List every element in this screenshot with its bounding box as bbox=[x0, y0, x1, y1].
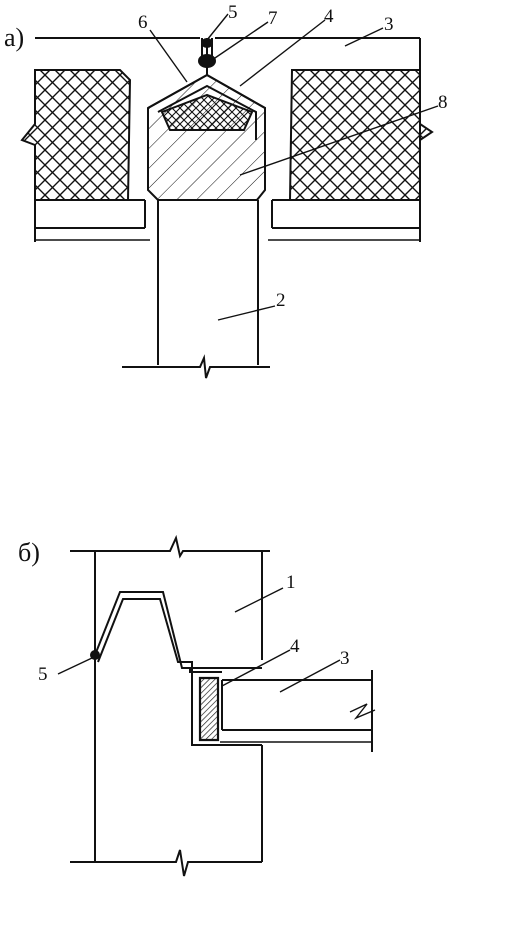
profile-step-b bbox=[182, 667, 222, 673]
callout-3: 3 bbox=[384, 14, 394, 35]
leaders-a bbox=[149, 13, 439, 321]
callout-4: 4 bbox=[324, 6, 334, 27]
slab-bottom-layer bbox=[34, 199, 420, 242]
panel-b: б) 1 4 3 5 bbox=[18, 534, 376, 877]
callout-8: 8 bbox=[438, 92, 448, 113]
sealing-profile-inner bbox=[157, 84, 257, 140]
leaders-b bbox=[57, 587, 341, 693]
insulation-right bbox=[288, 69, 434, 201]
callout-5: 5 bbox=[228, 2, 238, 23]
wall-panel-b bbox=[70, 534, 270, 877]
callout-5-b: 5 bbox=[38, 664, 48, 685]
callout-1: 1 bbox=[286, 572, 296, 593]
sealing-profile-outer bbox=[147, 73, 266, 190]
joint-concrete bbox=[147, 73, 266, 201]
slab-b bbox=[220, 670, 376, 752]
panel-a: а) 6 5 7 4 3 8 2 bbox=[4, 2, 448, 379]
callout-2: 2 bbox=[276, 290, 286, 311]
profile-strip-b-inner bbox=[97, 598, 262, 746]
connector-a bbox=[198, 38, 216, 75]
panel-b-label: б) bbox=[18, 538, 40, 567]
callout-3-b: 3 bbox=[340, 648, 350, 669]
insulation-left bbox=[20, 69, 132, 201]
column-a bbox=[122, 199, 270, 379]
weld-point-b bbox=[90, 650, 100, 660]
gasket-a bbox=[160, 93, 254, 131]
profile-strip-b bbox=[94, 591, 262, 669]
callout-4-b: 4 bbox=[290, 636, 300, 657]
callout-6: 6 bbox=[138, 12, 148, 33]
panel-a-label: а) bbox=[4, 23, 24, 52]
callout-7: 7 bbox=[268, 8, 278, 29]
gasket-b bbox=[198, 676, 220, 742]
